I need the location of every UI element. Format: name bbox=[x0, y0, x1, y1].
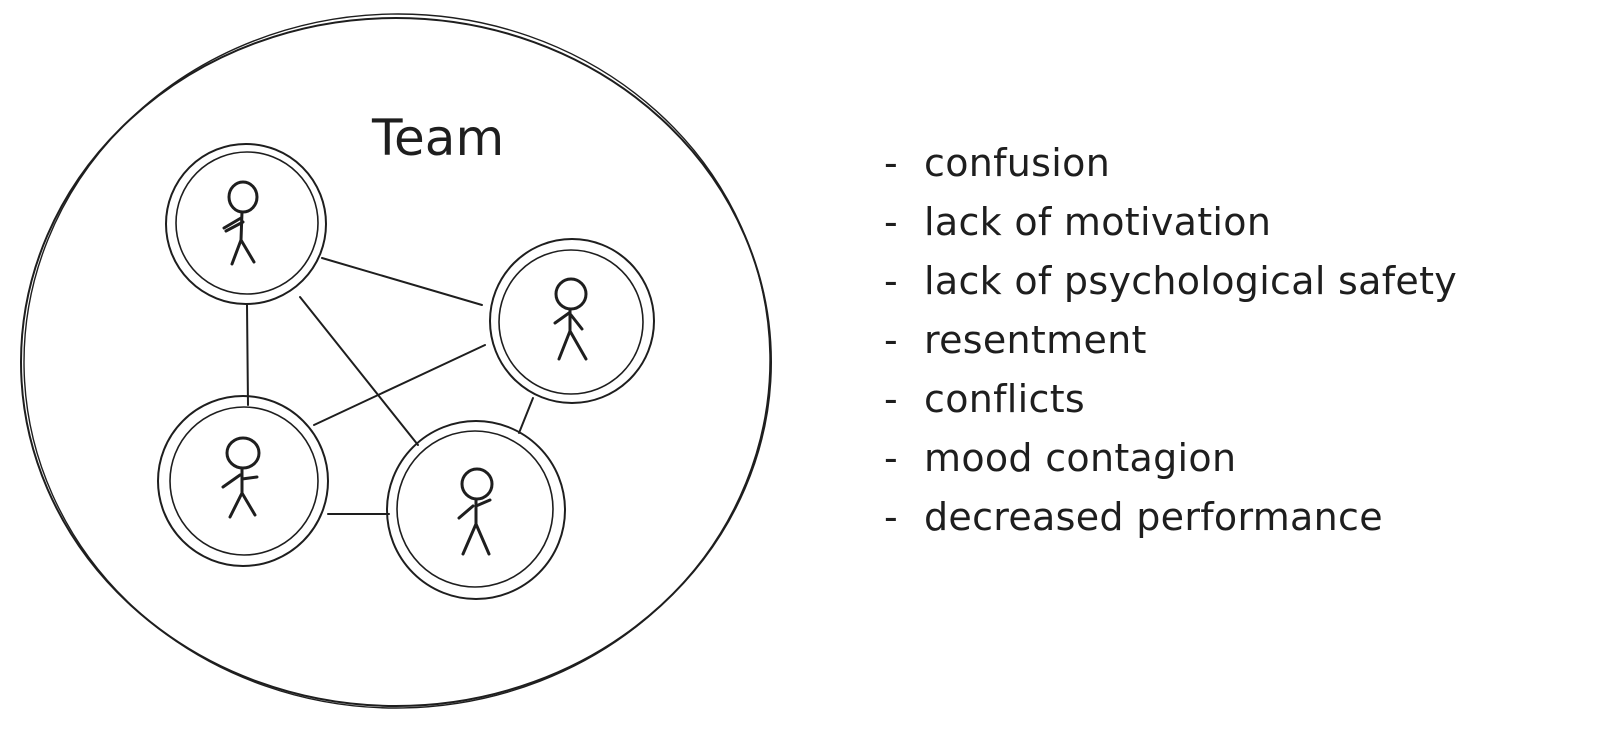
team-member-1 bbox=[165, 143, 327, 305]
stick-figure-icon bbox=[457, 467, 494, 556]
list-item: -decreased performance bbox=[884, 488, 1584, 547]
bullet-dash: - bbox=[884, 141, 899, 185]
bullet-dash: - bbox=[884, 318, 899, 362]
connection-lines bbox=[246, 257, 534, 515]
stick-figure-icon bbox=[553, 277, 588, 361]
connection-line bbox=[299, 296, 419, 446]
team-member-4 bbox=[386, 420, 566, 600]
list-item: -resentment bbox=[884, 311, 1584, 370]
list-item: -lack of motivation bbox=[884, 193, 1584, 252]
stick-figure-icon bbox=[222, 180, 259, 266]
list-item-text: mood contagion bbox=[924, 436, 1237, 480]
connection-line bbox=[313, 344, 486, 426]
connection-line bbox=[321, 257, 483, 306]
list-item: -conflicts bbox=[884, 370, 1584, 429]
list-item-text: conflicts bbox=[924, 377, 1086, 421]
list-item: -mood contagion bbox=[884, 429, 1584, 488]
connection-line bbox=[246, 304, 249, 406]
bullet-dash: - bbox=[884, 259, 899, 303]
team-issues-list: -confusion -lack of motivation -lack of … bbox=[884, 134, 1584, 547]
list-item-text: lack of motivation bbox=[924, 200, 1272, 244]
team-member-3 bbox=[157, 395, 329, 567]
list-item-text: decreased performance bbox=[924, 495, 1383, 539]
bullet-dash: - bbox=[884, 436, 899, 480]
bullet-dash: - bbox=[884, 200, 899, 244]
list-item-text: resentment bbox=[924, 318, 1147, 362]
list-item: -lack of psychological safety bbox=[884, 252, 1584, 311]
list-item-text: confusion bbox=[924, 141, 1111, 185]
team-boundary-circle bbox=[20, 13, 772, 709]
team-title: Team bbox=[371, 109, 504, 167]
team-member-2 bbox=[489, 238, 655, 404]
connection-line bbox=[518, 397, 534, 434]
list-item-text: lack of psychological safety bbox=[924, 259, 1458, 303]
bullet-dash: - bbox=[884, 495, 899, 539]
stick-figure-icon bbox=[221, 436, 261, 519]
list-item: -confusion bbox=[884, 134, 1584, 193]
bullet-dash: - bbox=[884, 377, 899, 421]
